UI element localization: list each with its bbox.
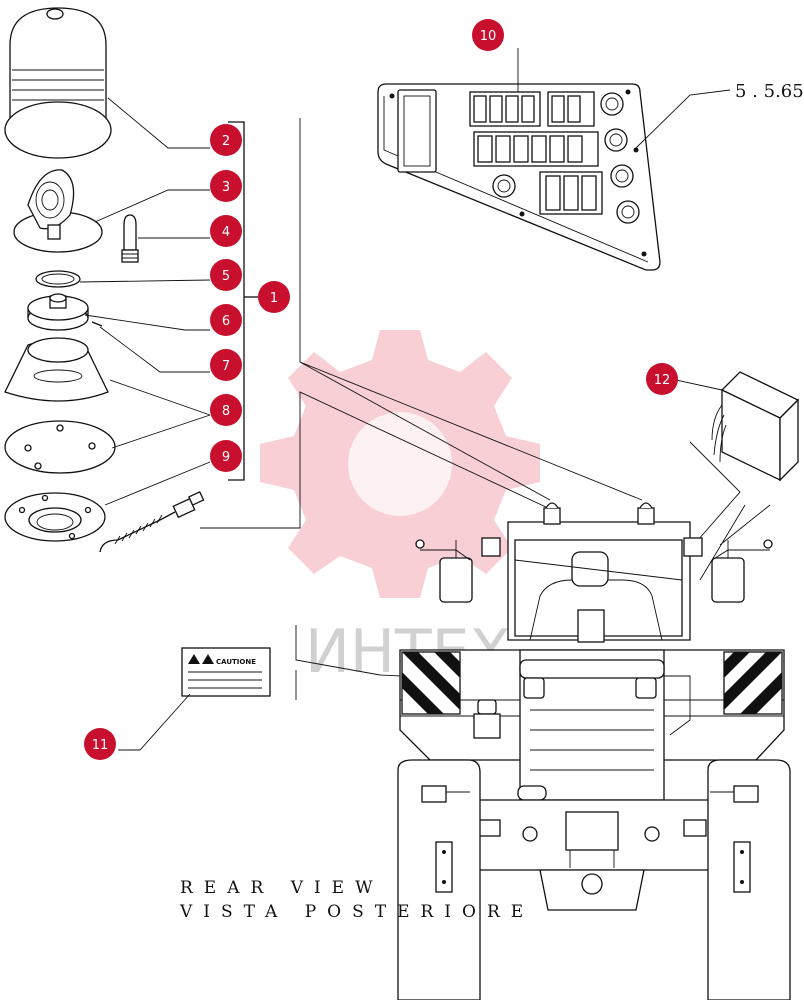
callout-3: 3 [210,170,242,202]
beacon-reflector [13,169,103,253]
gasket-plate [4,420,116,474]
decal-text: CAUTIONE [216,658,256,666]
mounting-plate [4,490,205,553]
svg-text:2: 2 [222,134,230,149]
svg-text:3: 3 [222,180,230,195]
beacon-bulb [121,214,139,263]
callout-7: 7 [210,349,242,381]
o-ring [35,270,81,288]
callout-6: 6 [210,304,242,336]
callout-12: 12 [646,363,678,395]
caption-vista-posteriore: VISTA POSTERIORE [179,902,534,922]
leader-ref [635,89,731,149]
vehicle-rear-view [397,502,791,1000]
caption-rear-view: REAR VIEW [180,878,384,898]
watermark-gear-logo [260,330,540,598]
callout-5: 5 [210,259,242,291]
svg-text:11: 11 [92,738,109,753]
vehicle-leaders [200,118,771,700]
beacon-base [4,337,109,402]
callout-10: 10 [472,19,504,51]
warning-decal: CAUTIONE [181,647,271,697]
svg-text:12: 12 [654,373,671,388]
group-bracket [228,121,245,481]
svg-text:6: 6 [222,314,230,329]
relay-module [711,371,800,482]
leader-11 [118,693,191,751]
callout-8: 8 [210,394,242,426]
bulb-holder [27,293,89,331]
svg-text:7: 7 [222,359,230,374]
callout-9: 9 [210,440,242,472]
control-panel [377,83,661,271]
svg-text:9: 9 [222,450,230,465]
svg-text:5: 5 [222,269,230,284]
svg-text:1: 1 [270,291,278,306]
svg-text:8: 8 [222,404,230,419]
reference-label: 5 . 5.65 [735,81,804,102]
callout-2: 2 [210,124,242,156]
leader-lines-left [79,97,211,506]
callout-11: 11 [84,728,116,760]
svg-text:4: 4 [222,225,230,240]
callout-4: 4 [210,215,242,247]
svg-text:10: 10 [480,29,497,44]
leader-12 [675,379,723,391]
screw [91,321,103,327]
callout-1: 1 [258,281,290,313]
beacon-dome [4,7,112,159]
